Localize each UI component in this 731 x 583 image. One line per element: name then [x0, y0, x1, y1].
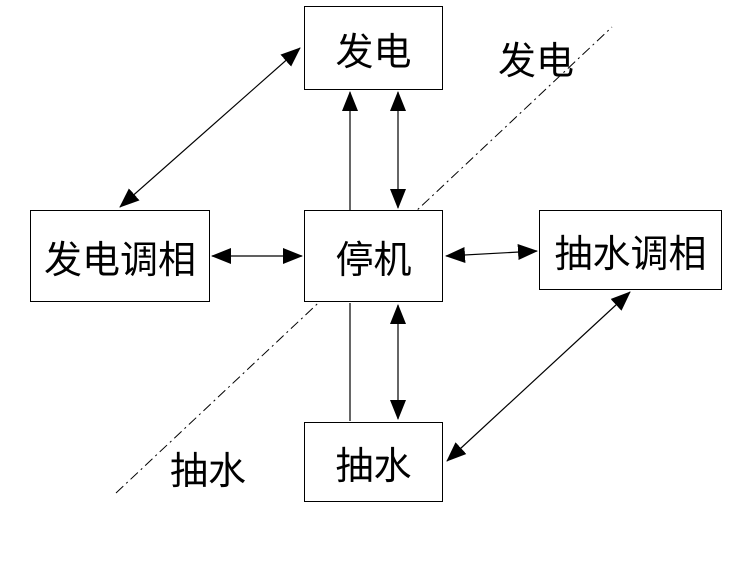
- edge-generate-gen-phase: [119, 47, 301, 208]
- node-generate-label: 发电: [335, 29, 412, 74]
- node-pump-phase: 抽水调相: [539, 210, 722, 290]
- node-pump-phase-label: 抽水调相: [554, 231, 707, 276]
- edge-pump-pump-phase: [446, 291, 631, 462]
- node-stop-label: 停机: [335, 237, 412, 282]
- node-pump: 抽水: [304, 422, 443, 502]
- region-label-generate: 发电: [498, 39, 575, 83]
- node-gen-phase-label: 发电调相: [43, 237, 196, 282]
- node-stop: 停机: [304, 210, 443, 302]
- edge-stop-pump-phase: [445, 244, 538, 263]
- node-pump-label: 抽水: [335, 443, 412, 488]
- node-gen-phase: 发电调相: [30, 210, 210, 302]
- region-label-pump: 抽水: [170, 449, 247, 493]
- node-generate: 发电: [304, 6, 443, 90]
